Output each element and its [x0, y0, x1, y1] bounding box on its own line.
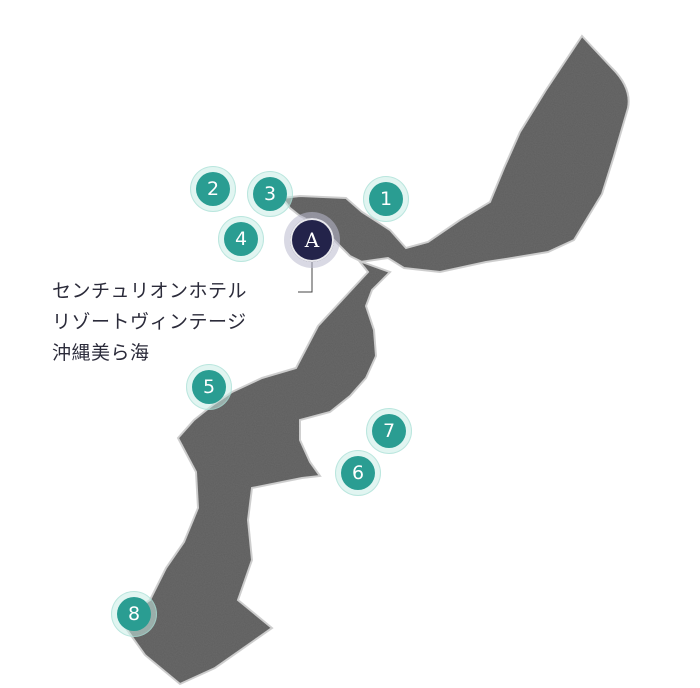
map-marker-1[interactable]: 1	[363, 176, 409, 222]
island-texture	[120, 36, 629, 684]
map-marker-3[interactable]: 3	[247, 171, 293, 217]
hotel-marker[interactable]: A	[284, 212, 340, 268]
marker-number: 5	[192, 370, 226, 404]
marker-number: 1	[369, 182, 403, 216]
hotel-name-label: センチュリオンホテル リゾートヴィンテージ 沖縄美ら海	[52, 276, 247, 369]
hotel-leader-line	[298, 262, 313, 293]
marker-number: 8	[117, 597, 151, 631]
map-marker-4[interactable]: 4	[218, 216, 264, 262]
map-marker-7[interactable]: 7	[366, 408, 412, 454]
marker-number: 2	[196, 172, 230, 206]
map-marker-6[interactable]: 6	[335, 450, 381, 496]
marker-number: 4	[224, 222, 258, 256]
marker-number: 6	[341, 456, 375, 490]
map-marker-8[interactable]: 8	[111, 591, 157, 637]
map-marker-2[interactable]: 2	[190, 166, 236, 212]
hotel-marker-letter: A	[290, 218, 334, 262]
hotel-name-line-3: 沖縄美ら海	[52, 342, 150, 364]
marker-number: 3	[253, 177, 287, 211]
map-marker-5[interactable]: 5	[186, 364, 232, 410]
marker-number: 7	[372, 414, 406, 448]
hotel-name-line-1: センチュリオンホテル	[52, 280, 248, 302]
hotel-name-line-2: リゾートヴィンテージ	[52, 311, 247, 333]
